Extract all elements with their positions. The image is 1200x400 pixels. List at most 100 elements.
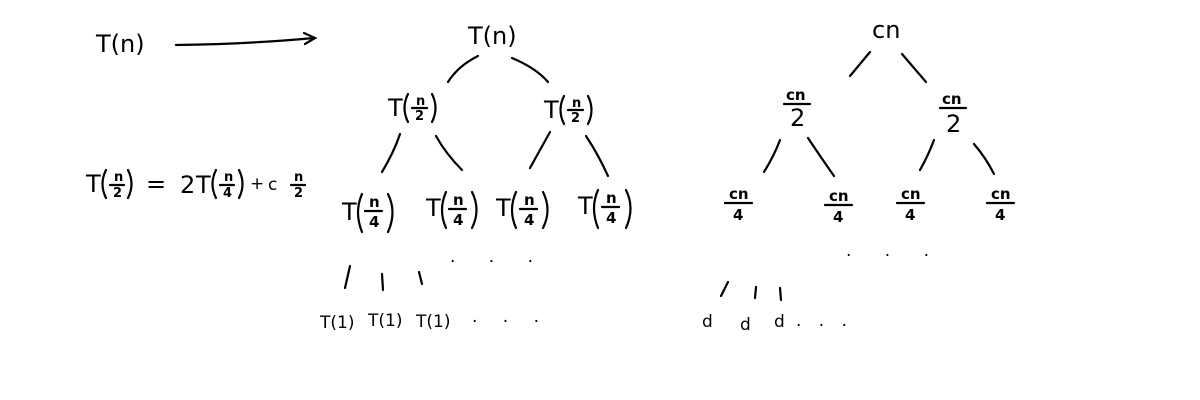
mid-l1-2-den: 2 xyxy=(571,111,580,126)
mid-l1-1-fn: T xyxy=(387,94,403,122)
mid-l1-1-num: n xyxy=(416,94,425,109)
eq-cn-den: 2 xyxy=(294,186,303,201)
mid-l2-4-num: n xyxy=(606,189,617,207)
mid-l2-2-den: 4 xyxy=(453,211,463,229)
mid-leaf-3: T(1) xyxy=(415,312,450,332)
mid-l2-3-fn: T xyxy=(495,194,511,222)
right-level2-node-2: cn 4 xyxy=(823,187,854,226)
mid-leaf-edge-1 xyxy=(343,264,352,290)
right-level2-node-1: cn 4 xyxy=(723,185,754,224)
eq-rhs-paren-open xyxy=(211,168,218,200)
mid-l2-1-num: n xyxy=(369,193,380,211)
right-l2-4-num: cn xyxy=(991,185,1011,203)
right-l2-2-num: cn xyxy=(829,187,849,205)
mid-l1-1-paren-open xyxy=(403,92,410,124)
mid-l1-1-paren-close xyxy=(430,92,437,124)
eq-plus: + xyxy=(250,174,264,194)
mid-l1-2-num: n xyxy=(572,96,581,111)
mid-leaf-2: T(1) xyxy=(367,311,402,331)
right-l1-2-den: 2 xyxy=(946,110,961,138)
eq-rhs-paren-close xyxy=(237,168,244,200)
right-level2-node-4: cn 4 xyxy=(985,185,1016,224)
right-edge-l1-2-right xyxy=(972,142,996,176)
mid-l2-4-fn: T xyxy=(577,192,593,220)
eq-lhs-paren-open xyxy=(101,168,108,200)
mid-l2-4-paren-close xyxy=(624,188,632,230)
mid-level2-node-4: T n 4 xyxy=(577,188,632,230)
right-l1-1-den: 2 xyxy=(790,104,805,132)
right-l2-1-den: 4 xyxy=(733,206,743,224)
right-level1-node-1: cn 2 xyxy=(782,86,812,132)
right-edge-l1-1-left xyxy=(762,138,782,174)
arrow-shaft xyxy=(174,36,316,47)
right-leaf-3: d xyxy=(774,312,785,332)
mid-leaves-ellipsis: . . . xyxy=(472,307,549,327)
right-edge-l1-1-right xyxy=(806,136,836,178)
right-l2-3-num: cn xyxy=(901,185,921,203)
mid-l2-3-den: 4 xyxy=(524,211,534,229)
right-edge-l1-2-left xyxy=(918,138,936,172)
right-leaf-edge-3 xyxy=(778,286,783,302)
mid-root: T(n) xyxy=(467,22,517,50)
eq-rhs-fn: T xyxy=(195,171,211,199)
mid-l2-1-den: 4 xyxy=(369,213,379,231)
right-leaf-edge-2 xyxy=(753,285,758,300)
right-root: cn xyxy=(872,16,900,44)
eq-lhs-den: 2 xyxy=(113,186,122,201)
recurrence-label: T(n) xyxy=(95,30,145,58)
mid-leaf-edge-3 xyxy=(417,270,424,286)
mid-l2-3-paren-open xyxy=(510,190,518,230)
mid-edge-l1-1-right xyxy=(434,134,464,172)
mid-level2-node-2: T n 4 xyxy=(425,190,478,230)
mid-l2-2-paren-open xyxy=(440,190,448,230)
mid-l2-2-num: n xyxy=(453,191,464,209)
eq-rhs-num: n xyxy=(224,170,233,185)
right-level1-node-2: cn 2 xyxy=(938,90,968,138)
eq-coef: 2 xyxy=(180,171,195,199)
mid-level1-node-1: T n 2 xyxy=(387,92,437,124)
right-leaf-2: d xyxy=(740,315,751,335)
right-level2-ellipsis: . . . xyxy=(846,241,943,261)
right-leaves-ellipsis: . . . xyxy=(796,311,853,331)
mid-l2-1-paren-close xyxy=(386,192,394,234)
mid-edge-root-right xyxy=(510,56,550,84)
mid-edge-l1-2-left xyxy=(528,130,552,170)
mid-level2-node-3: T n 4 xyxy=(495,190,549,230)
right-l2-1-num: cn xyxy=(729,185,749,203)
right-leaf-edge-1 xyxy=(719,280,730,298)
eq-lhs-num: n xyxy=(114,170,123,185)
mid-l1-2-paren-open xyxy=(559,94,566,126)
mid-l1-2-paren-close xyxy=(586,94,593,126)
mid-edge-l1-2-right xyxy=(584,134,610,178)
eq-lhs-fn: T xyxy=(85,170,101,198)
right-l1-1-num: cn xyxy=(786,86,806,104)
eq-cn-num: n xyxy=(294,170,303,185)
right-edge-root-right xyxy=(900,52,928,84)
right-l2-3-den: 4 xyxy=(905,206,915,224)
mid-level1-node-2: T n 2 xyxy=(543,94,593,126)
mid-l1-2-fn: T xyxy=(543,96,559,124)
mid-edge-root-left xyxy=(446,54,480,84)
eq-c: c xyxy=(268,175,277,195)
mid-level2-node-1: T n 4 xyxy=(341,192,394,234)
eq-rhs-den: 4 xyxy=(223,186,232,201)
arrow-head-icon xyxy=(302,31,318,46)
eq-equals: = xyxy=(146,170,166,198)
mid-leaf-edge-2 xyxy=(380,272,385,292)
right-level2-node-3: cn 4 xyxy=(895,185,926,224)
right-l2-2-den: 4 xyxy=(833,208,843,226)
mid-edge-l1-1-left xyxy=(380,132,402,174)
mid-l2-3-num: n xyxy=(524,191,535,209)
mid-l2-3-paren-close xyxy=(541,190,549,230)
mid-leaf-1: T(1) xyxy=(319,313,354,333)
mid-level2-ellipsis: . . . xyxy=(450,247,547,267)
mid-l2-4-paren-open xyxy=(592,188,600,230)
right-leaf-1: d xyxy=(702,312,713,332)
mid-l2-2-paren-close xyxy=(470,190,478,230)
mid-l2-2-fn: T xyxy=(425,194,441,222)
right-edge-root-left xyxy=(848,50,872,78)
mid-l2-1-paren-open xyxy=(356,192,364,234)
eq-lhs-paren-close xyxy=(126,168,133,200)
mid-l1-1-den: 2 xyxy=(415,109,424,124)
